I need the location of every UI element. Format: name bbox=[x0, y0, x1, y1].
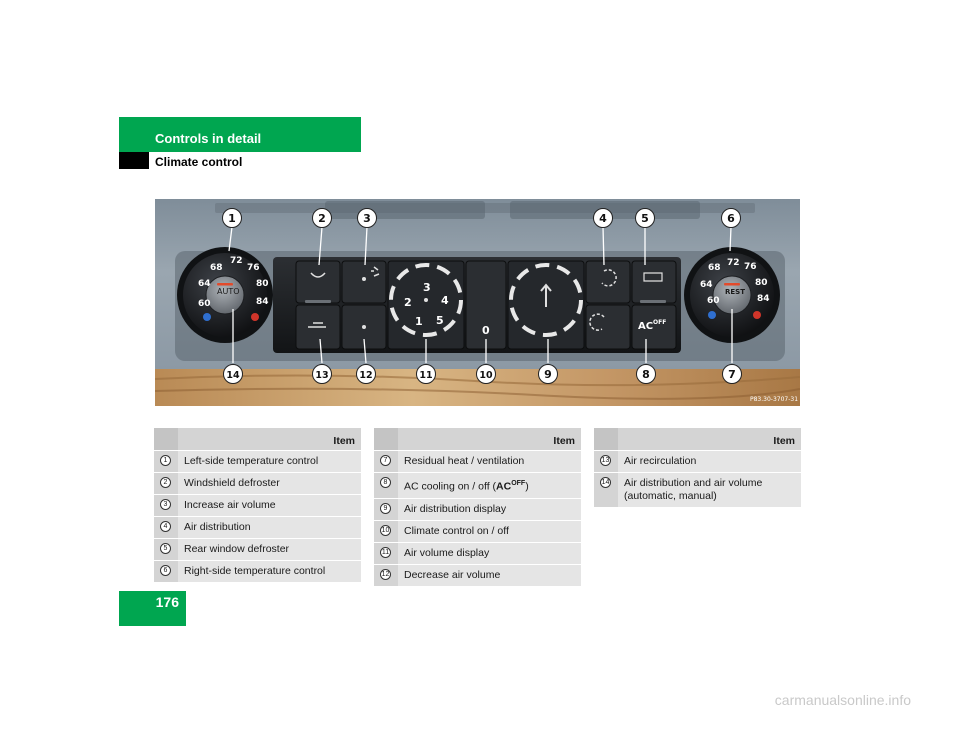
callout-13: 13 bbox=[315, 370, 328, 381]
item-description: Windshield defroster bbox=[154, 473, 361, 494]
callout-4: 4 bbox=[599, 212, 607, 225]
right-dial-scale-84: 84 bbox=[757, 294, 770, 304]
item-description: Increase air volume bbox=[154, 495, 361, 516]
chapter-title: Controls in detail bbox=[155, 131, 261, 146]
climate-control-photo: 60 64 68 72 76 80 84 60 64 68 72 76 80 8… bbox=[155, 199, 800, 406]
callout-14: 14 bbox=[226, 370, 240, 381]
item-number: 1 bbox=[160, 455, 171, 466]
item-description: Air distribution display bbox=[374, 499, 581, 520]
item-description: AC cooling on / off (ACOFF) bbox=[374, 473, 581, 498]
callout-9: 9 bbox=[544, 368, 552, 381]
table-header: Item bbox=[594, 428, 801, 450]
ac-button-sup: OFF bbox=[653, 319, 666, 326]
callout-7: 7 bbox=[728, 368, 736, 381]
item-description: Air recirculation bbox=[594, 451, 801, 472]
page-number: 176 bbox=[119, 594, 179, 610]
item-number: 8 bbox=[380, 477, 391, 488]
section-title: Climate control bbox=[155, 155, 242, 169]
item-description: Rear window defroster bbox=[154, 539, 361, 560]
item-number: 11 bbox=[380, 547, 391, 558]
right-dial-scale-68: 68 bbox=[708, 263, 721, 273]
left-dial-scale-76: 76 bbox=[247, 263, 260, 273]
right-dial-scale-60: 60 bbox=[707, 296, 720, 306]
callout-11: 11 bbox=[419, 370, 432, 381]
item-description: Air distribution and air volume (automat… bbox=[594, 473, 801, 507]
callout-3: 3 bbox=[363, 212, 371, 225]
right-dial-scale-72: 72 bbox=[727, 258, 740, 268]
item-number: 6 bbox=[160, 565, 171, 576]
item-description: Left-side temperature control bbox=[154, 451, 361, 472]
table-header: Item bbox=[374, 428, 581, 450]
off-button-label: 0 bbox=[482, 324, 490, 337]
fan-scale-4: 4 bbox=[441, 294, 449, 307]
right-dial-scale-64: 64 bbox=[700, 280, 713, 290]
item-number: 9 bbox=[380, 503, 391, 514]
auto-button-label: AUTO bbox=[217, 287, 240, 296]
section-marker bbox=[119, 152, 149, 169]
table-header: Item bbox=[154, 428, 361, 450]
item-description: Decrease air volume bbox=[374, 565, 581, 586]
fan-scale-5: 5 bbox=[436, 314, 444, 327]
callout-5: 5 bbox=[641, 212, 649, 225]
table-header-item: Item bbox=[553, 435, 575, 447]
rest-button-label: REST bbox=[725, 288, 745, 296]
right-dial-scale-76: 76 bbox=[744, 262, 757, 272]
right-dial-scale-80: 80 bbox=[755, 278, 768, 288]
footer-watermark: carmanualsonline.info bbox=[581, 692, 911, 708]
left-dial-scale-72: 72 bbox=[230, 256, 243, 266]
table-header-item: Item bbox=[333, 435, 355, 447]
item-description: Right-side temperature control bbox=[154, 561, 361, 582]
item-description: Air distribution bbox=[154, 517, 361, 538]
item-description: Air volume display bbox=[374, 543, 581, 564]
left-dial-scale-80: 80 bbox=[256, 279, 269, 289]
callout-1: 1 bbox=[228, 212, 236, 225]
item-number: 12 bbox=[380, 569, 391, 580]
table-header-item: Item bbox=[773, 435, 795, 447]
item-number: 14 bbox=[600, 477, 611, 488]
item-number: 10 bbox=[380, 525, 391, 536]
item-number: 5 bbox=[160, 543, 171, 554]
item-description: Climate control on / off bbox=[374, 521, 581, 542]
fan-scale-2: 2 bbox=[404, 296, 412, 309]
fan-scale-3: 3 bbox=[423, 281, 431, 294]
left-dial-scale-60: 60 bbox=[198, 299, 211, 309]
callout-2: 2 bbox=[318, 212, 326, 225]
item-number: 3 bbox=[160, 499, 171, 510]
callout-8: 8 bbox=[642, 368, 650, 381]
fan-scale-1: 1 bbox=[415, 315, 423, 328]
item-description: Residual heat / ventilation bbox=[374, 451, 581, 472]
figure-code: P83.30-3707-31 bbox=[750, 396, 798, 403]
item-number: 4 bbox=[160, 521, 171, 532]
item-number: 13 bbox=[600, 455, 611, 466]
callout-6: 6 bbox=[727, 212, 735, 225]
ac-button-label: AC bbox=[638, 321, 653, 332]
item-number: 2 bbox=[160, 477, 171, 488]
callout-12: 12 bbox=[359, 370, 372, 381]
item-number: 7 bbox=[380, 455, 391, 466]
left-dial-scale-64: 64 bbox=[198, 279, 211, 289]
left-dial-scale-84: 84 bbox=[256, 297, 269, 307]
left-dial-scale-68: 68 bbox=[210, 263, 223, 273]
callout-10: 10 bbox=[479, 370, 493, 381]
